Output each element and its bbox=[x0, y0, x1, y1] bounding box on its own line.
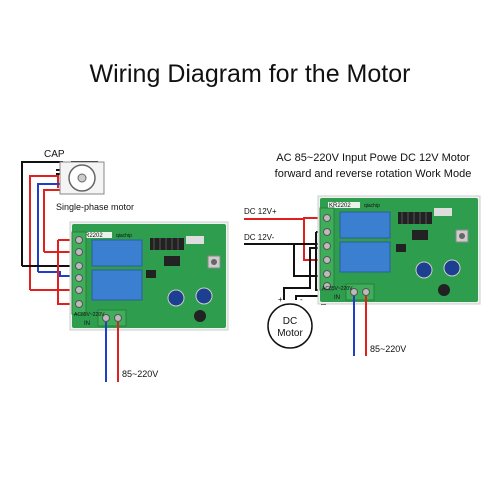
dc-plus-label: DC 12V+ bbox=[244, 207, 277, 216]
left-relay-2 bbox=[91, 269, 143, 301]
right-diagram: AC 85~220V Input Powe DC 12V Motor forwa… bbox=[244, 152, 481, 356]
left-diagram: CAP Single-phase motor KR2202 qiachip bbox=[21, 149, 229, 382]
right-board-voltage: AC85V~220V bbox=[322, 286, 353, 292]
right-ic-chip bbox=[412, 230, 428, 240]
cap-label: CAP bbox=[44, 149, 65, 160]
left-wire-red-inner bbox=[43, 189, 64, 252]
left-output-terminals bbox=[71, 231, 87, 315]
motor-minus-label: - bbox=[300, 295, 303, 304]
motor-plus-label: + bbox=[278, 295, 283, 304]
right-capacitor-2 bbox=[443, 259, 461, 277]
left-capacitor-2 bbox=[195, 287, 213, 305]
right-antenna-coil bbox=[398, 212, 432, 224]
right-board-brand: qiachip bbox=[364, 203, 380, 209]
dc-minus-label: DC 12V- bbox=[244, 233, 275, 242]
right-inductor bbox=[438, 284, 450, 296]
left-ic-small bbox=[146, 270, 156, 278]
right-crystal bbox=[434, 208, 452, 216]
left-relay-1 bbox=[91, 239, 143, 267]
motor-minus-wire bbox=[283, 247, 326, 300]
left-wire-red-outer bbox=[29, 175, 59, 290]
left-crystal bbox=[186, 236, 204, 244]
left-antenna-coil bbox=[150, 238, 184, 250]
dc-motor-label-line2: Motor bbox=[277, 328, 303, 339]
single-phase-motor-icon bbox=[59, 161, 105, 195]
left-wire-jumper bbox=[57, 240, 74, 305]
dc-motor-icon: DC Motor bbox=[267, 303, 313, 349]
single-phase-motor-label: Single-phase motor bbox=[56, 202, 134, 212]
right-header-line2: forward and reverse rotation Work Mode bbox=[275, 168, 472, 180]
left-supply-label: 85~220V bbox=[122, 369, 158, 379]
right-relay-2 bbox=[339, 241, 391, 273]
right-relay-1 bbox=[339, 211, 391, 239]
left-ic-chip bbox=[164, 256, 180, 266]
right-supply-wires bbox=[353, 296, 367, 356]
dc-plus-wire bbox=[244, 217, 326, 220]
right-wires bbox=[244, 217, 326, 305]
left-inductor bbox=[194, 310, 206, 322]
left-capacitor-1 bbox=[167, 289, 185, 307]
left-supply-wires bbox=[105, 322, 119, 382]
left-terminal-in: IN bbox=[84, 321, 90, 327]
right-header-line1: AC 85~220V Input Powe DC 12V Motor bbox=[276, 152, 470, 164]
right-output-terminals bbox=[319, 207, 335, 291]
right-terminal-in: IN bbox=[334, 295, 340, 301]
left-board-model: KR2202 bbox=[81, 233, 103, 239]
right-board-model: KR2202 bbox=[329, 203, 351, 209]
left-wire-black-outer bbox=[21, 161, 63, 266]
right-relay-board: KR2202 qiachip bbox=[317, 195, 481, 305]
left-board-voltage: AC85V~220V bbox=[74, 312, 105, 318]
page-title: Wiring Diagram for the Motor bbox=[90, 60, 411, 88]
right-supply-label: 85~220V bbox=[370, 344, 406, 354]
right-capacitor-1 bbox=[415, 261, 433, 279]
left-wire-blue-inner bbox=[37, 183, 70, 272]
left-relay-board: KR2202 qiachip bbox=[69, 221, 229, 331]
left-wire-to-t3 bbox=[38, 271, 74, 277]
dc-motor-label-line1: DC bbox=[283, 316, 297, 327]
left-board-brand: qiachip bbox=[116, 233, 132, 239]
right-ic-small bbox=[396, 244, 406, 252]
